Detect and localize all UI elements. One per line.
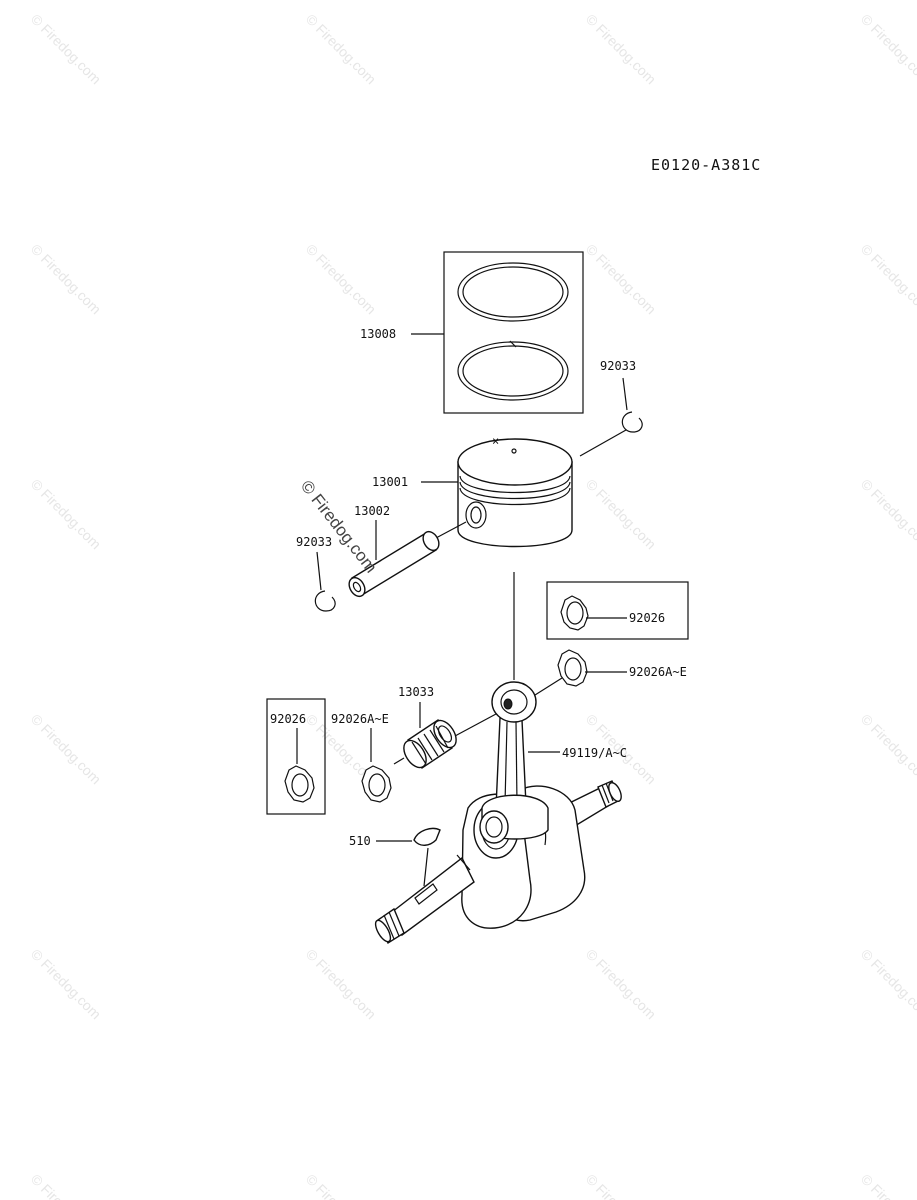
connecting-rod <box>479 681 549 844</box>
piston-group: × 13001 <box>372 434 573 548</box>
watermark-tile: © Firedog.com <box>858 241 917 317</box>
label-clip-left: 92033 <box>296 535 332 549</box>
diagram-code: E0120-A381C <box>651 156 761 174</box>
ring-bottom <box>457 340 569 401</box>
washer-box-left-group: 92026 <box>266 698 326 815</box>
piston-rings-group: 13008 <box>360 251 584 414</box>
label-key: 510 <box>349 834 371 848</box>
washer-right <box>557 649 588 687</box>
piston-pin-group: 13002 <box>348 504 440 598</box>
needle-bearing-group: 13033 <box>393 685 457 770</box>
washer-left <box>361 765 392 803</box>
label-bearing: 13033 <box>398 685 434 699</box>
label-washer-box-right: 92026 <box>629 611 665 625</box>
watermark-tile: © Firedog.com <box>28 946 104 1022</box>
watermark-tile: © Firedog.com <box>583 11 659 87</box>
woodruff-key <box>413 827 441 846</box>
watermark-tile: © Firedog.com <box>583 1171 659 1200</box>
watermark-tile: © Firedog.com <box>303 1171 379 1200</box>
washer-box-right <box>546 581 689 640</box>
needle-bearing <box>403 718 457 770</box>
label-washer-left: 92026A~E <box>331 712 389 726</box>
watermark-tile: © Firedog.com <box>583 476 659 552</box>
circlip-right <box>621 411 643 433</box>
watermark-tile: © Firedog.com <box>303 946 379 1022</box>
connecting-rod-group: 49119/A~C <box>454 681 627 844</box>
label-washer-right: 92026A~E <box>629 665 687 679</box>
label-piston: 13001 <box>372 475 408 489</box>
rings-box <box>443 251 584 414</box>
watermark-tile: © Firedog.com <box>28 476 104 552</box>
watermark-tile: © Firedog.com <box>28 1171 104 1200</box>
piston: × <box>457 434 573 548</box>
washer-left-group: 92026A~E <box>331 712 392 803</box>
label-conrod: 49119/A~C <box>562 746 627 760</box>
piston-pin <box>348 530 440 598</box>
watermark-tile: © Firedog.com <box>28 11 104 87</box>
watermark-tile: © Firedog.com <box>583 241 659 317</box>
washer-left-boxed <box>284 765 315 803</box>
watermark-tile: © Firedog.com <box>858 946 917 1022</box>
washer-right-group: 92026A~E <box>534 649 687 696</box>
circlip-left <box>314 590 336 612</box>
watermark-main: © Firedog.com <box>297 477 381 577</box>
circlip-left-group: 92033 <box>296 535 336 612</box>
watermark-tile: © Firedog.com <box>303 11 379 87</box>
label-rings: 13008 <box>360 327 396 341</box>
washer-right-boxed <box>560 595 589 631</box>
watermark-tile: © Firedog.com <box>858 1171 917 1200</box>
label-clip-right: 92033 <box>600 359 636 373</box>
svg-text:×: × <box>492 434 499 448</box>
washer-box-left <box>266 698 326 815</box>
label-pin: 13002 <box>354 504 390 518</box>
watermark-tile: © Firedog.com <box>858 476 917 552</box>
watermark-tile: © Firedog.com <box>303 241 379 317</box>
watermark-pattern: © Firedog.com © Firedog.com © Firedog.co… <box>28 11 917 1200</box>
ring-top <box>457 262 569 322</box>
watermark-tile: © Firedog.com <box>28 241 104 317</box>
circlip-right-group: 92033 <box>579 359 643 457</box>
watermark-tile: © Firedog.com <box>858 711 917 787</box>
watermark-tile: © Firedog.com <box>583 946 659 1022</box>
label-washer-box-left: 92026 <box>270 712 306 726</box>
washer-box-right-group: 92026 <box>546 581 689 640</box>
watermark-tile: © Firedog.com <box>28 711 104 787</box>
woodruff-key-group: 510 <box>349 827 441 887</box>
watermark-tile: © Firedog.com <box>858 11 917 87</box>
